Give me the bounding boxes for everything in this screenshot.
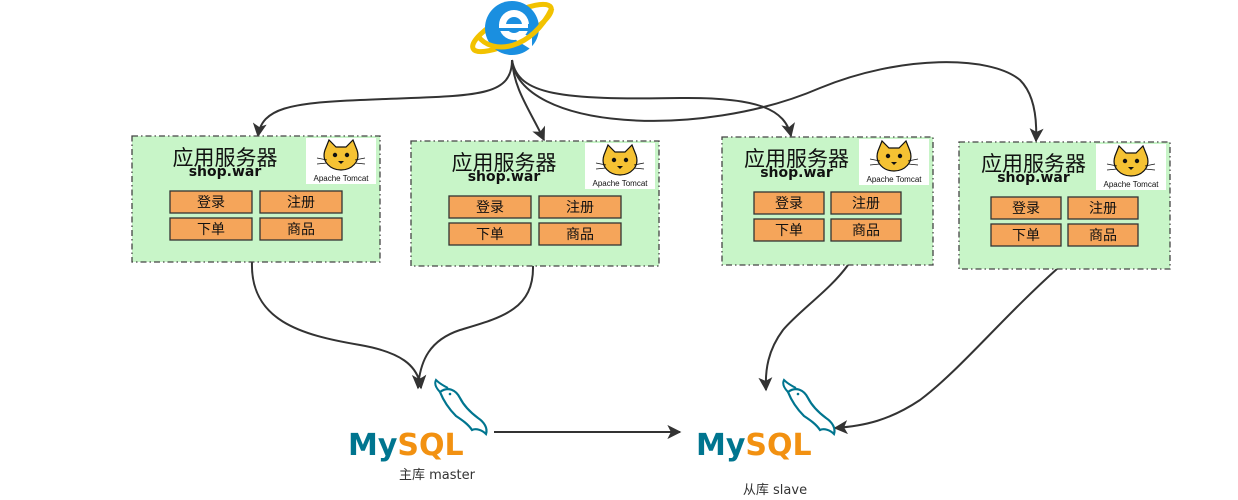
connector-server-3-to-slave (758, 264, 849, 392)
order-button: 下单 (990, 223, 1062, 247)
tomcat-logo: Apache Tomcat (306, 138, 376, 184)
product-button: 商品 (1067, 223, 1139, 247)
button-label: 注册 (287, 195, 315, 211)
db-caption: 从库 slave (743, 482, 807, 498)
button-label: 商品 (852, 223, 880, 239)
server-subtitle: shop.war (189, 164, 262, 180)
tomcat-logo: Apache Tomcat (1096, 144, 1166, 190)
order-button: 下单 (753, 218, 825, 242)
register-button: 注册 (830, 191, 902, 215)
server-subtitle: shop.war (760, 165, 833, 181)
register-button: 注册 (1067, 196, 1139, 220)
server-title: 应用服务器 (173, 146, 278, 170)
login-button: 登录 (753, 191, 825, 215)
server-subtitle: shop.war (468, 169, 541, 185)
mysql-slave: MySQL 从库 slave (696, 378, 836, 498)
register-button: 注册 (259, 190, 343, 214)
login-button: 登录 (169, 190, 253, 214)
order-button: 下单 (169, 217, 253, 241)
button-label: 下单 (1012, 228, 1040, 244)
tomcat-logo: Apache Tomcat (859, 139, 929, 185)
tomcat-label: Apache Tomcat (314, 174, 370, 183)
connector-browser-to-server-4 (511, 59, 1044, 143)
tomcat-label: Apache Tomcat (867, 175, 923, 184)
button-label: 登录 (775, 196, 803, 212)
button-label: 登录 (1012, 201, 1040, 217)
database-group: MySQL 主库 master MySQL 从库 slave (348, 378, 836, 498)
register-button: 注册 (538, 195, 622, 219)
mysql-dolphin-icon (434, 378, 488, 437)
connector-browser-to-server-1 (252, 59, 513, 138)
button-label: 商品 (566, 227, 594, 243)
button-label: 下单 (775, 223, 803, 239)
server-title: 应用服务器 (981, 152, 1086, 176)
button-label: 下单 (476, 227, 504, 243)
button-label: 注册 (852, 196, 880, 212)
db-caption: 主库 master (399, 467, 476, 483)
product-button: 商品 (259, 217, 343, 241)
mysql-logo-text: MySQL (348, 428, 464, 463)
login-button: 登录 (448, 195, 532, 219)
mysql-dolphin-icon (782, 378, 836, 437)
connector-server-2-to-master (411, 265, 535, 390)
button-label: 登录 (197, 195, 225, 211)
connector-server-1-to-master (250, 261, 427, 390)
button-label: 下单 (197, 222, 225, 238)
button-label: 注册 (1089, 201, 1117, 217)
server-title: 应用服务器 (452, 151, 557, 175)
button-label: 商品 (287, 222, 315, 238)
mysql-master: MySQL 主库 master (348, 378, 488, 483)
connector-browser-to-server-3 (511, 59, 795, 138)
button-label: 登录 (476, 200, 504, 216)
tomcat-logo: Apache Tomcat (585, 143, 655, 189)
product-button: 商品 (830, 218, 902, 242)
internet-explorer-icon (470, 1, 555, 55)
button-label: 注册 (566, 200, 594, 216)
order-button: 下单 (448, 222, 532, 246)
product-button: 商品 (538, 222, 622, 246)
tomcat-label: Apache Tomcat (593, 179, 649, 188)
browser-connectors (252, 59, 1044, 143)
button-label: 商品 (1089, 228, 1117, 244)
server-title: 应用服务器 (744, 147, 849, 171)
login-button: 登录 (990, 196, 1062, 220)
tomcat-label: Apache Tomcat (1104, 180, 1160, 189)
mysql-logo-text: MySQL (696, 428, 812, 463)
server-subtitle: shop.war (997, 170, 1070, 186)
db-connectors (250, 261, 1059, 439)
connector-server-4-to-slave (833, 267, 1059, 435)
